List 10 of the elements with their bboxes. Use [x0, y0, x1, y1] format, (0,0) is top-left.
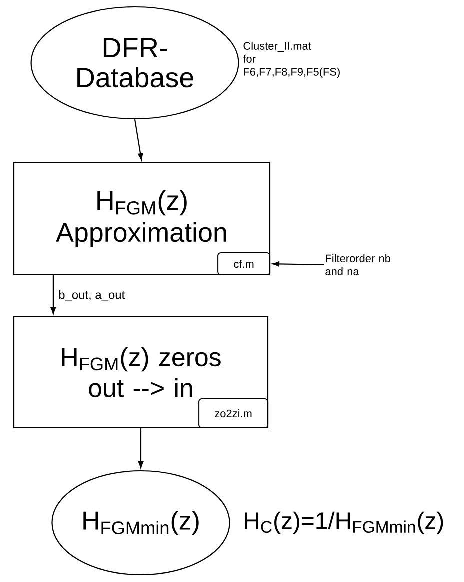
file-tag: cf.m — [218, 252, 271, 276]
arrow — [134, 119, 144, 160]
arrow — [138, 428, 144, 468]
arrow — [50, 276, 56, 314]
input-note: Filterorder nb and na — [326, 254, 390, 276]
file-note: Cluster_II.mat for F6,F7,F8,F9,F5(FS) — [243, 42, 340, 78]
file-tag: zo2zi.m — [198, 398, 269, 429]
formula-text: H$_{C}$(z)=1/H$_{FGMmin}$(z) — [245, 512, 444, 534]
edge-label: b_out, a_out — [58, 289, 126, 303]
arrow — [272, 262, 324, 267]
